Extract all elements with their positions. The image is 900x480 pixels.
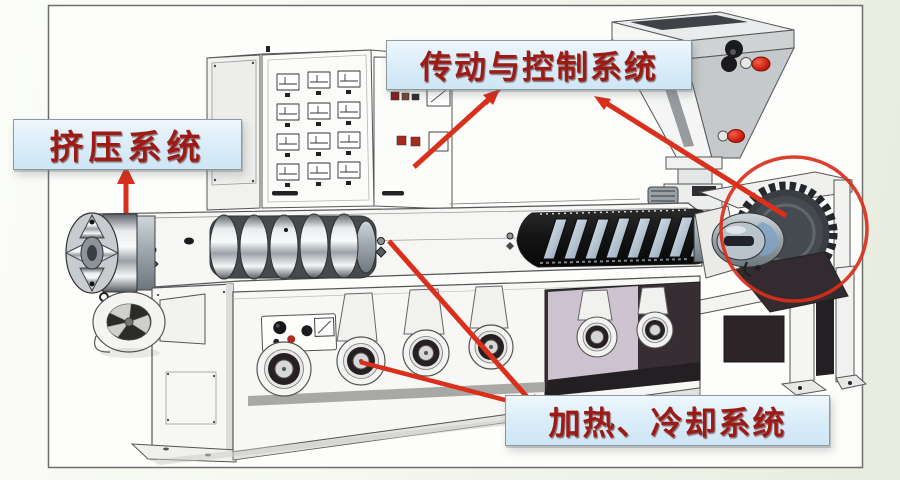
blower-fan — [636, 311, 674, 349]
barrel-vent-valve — [375, 237, 387, 258]
arrow-drive-right — [594, 96, 788, 219]
red-button — [287, 335, 296, 344]
label-extrusion-system-text: 挤压系统 — [49, 129, 206, 167]
blower-fan — [402, 329, 450, 377]
arrow-drive-left — [412, 87, 502, 169]
hopper-knob-lower — [717, 129, 745, 143]
label-extrusion-system: 挤压系统 — [13, 119, 242, 170]
panel-gauges — [276, 70, 361, 187]
label-drive-control-system-text: 传动与控制系统 — [419, 49, 658, 85]
hopper-clamp-handle — [721, 40, 743, 72]
hopper-knob-upper — [740, 56, 771, 72]
label-drive-control-system: 传动与控制系统 — [386, 40, 692, 90]
heater-bands — [209, 213, 377, 280]
barrel-port — [184, 237, 194, 245]
die-blower — [92, 291, 206, 358]
gearbox-highlight-circle — [719, 155, 869, 303]
blower-fan — [468, 324, 514, 370]
arrow-extrusion — [117, 165, 135, 213]
screw-barrel — [506, 208, 719, 268]
blower-fan — [576, 316, 618, 358]
base-recess — [544, 281, 701, 397]
cabinet-handle — [272, 191, 298, 196]
label-heating-cooling-system-text: 加热、冷却系统 — [548, 404, 787, 441]
cooling-fans — [256, 285, 674, 397]
blower-fan — [256, 341, 312, 397]
annotations — [117, 87, 869, 412]
die-head — [64, 212, 156, 302]
label-heating-cooling-system: 加热、冷却系统 — [505, 395, 830, 446]
screw-shaft — [711, 212, 785, 268]
